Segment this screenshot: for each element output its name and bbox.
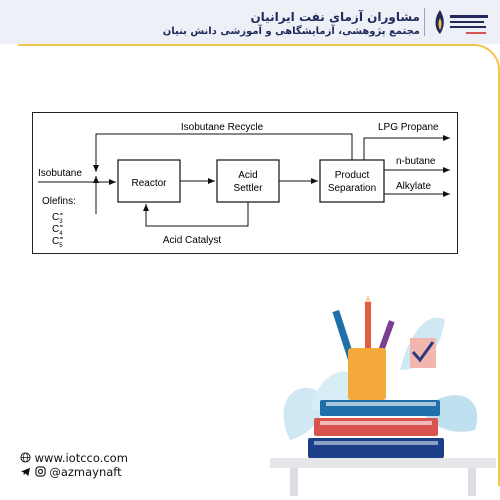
acid-settler-label-2: Settler	[234, 183, 264, 194]
olefin-c4-label: C4=	[52, 224, 64, 237]
olefin-c3-label: C3=	[52, 212, 64, 225]
alkylate-label: Alkylate	[396, 181, 431, 192]
reactor-label: Reactor	[131, 178, 167, 189]
acid-settler-box	[216, 159, 280, 203]
website-line: www.iotcco.com	[20, 451, 128, 465]
acid-catalyst-label: Acid Catalyst	[163, 235, 222, 246]
header-title: مشاوران آزمای نفت ایرانیان	[250, 10, 420, 24]
table-top	[270, 458, 496, 468]
header-subtitle: مجتمع پژوهشی، آزمایشگاهی و آموزشی دانش ب…	[162, 26, 420, 37]
acid-settler-label-1: Acid	[238, 170, 257, 181]
product-separation-box	[319, 159, 385, 203]
olefin-c5-label: C5=	[52, 236, 64, 249]
pencil-cup-icon	[348, 348, 386, 400]
isobutane-recycle-line	[93, 133, 353, 172]
product-separation-label-2: Separation	[328, 183, 376, 194]
books-illustration	[270, 294, 496, 496]
n-butane-label: n-butane	[396, 156, 436, 167]
globe-icon	[20, 452, 31, 463]
red-pencil-icon	[365, 302, 371, 362]
acid-catalyst-line	[143, 202, 249, 227]
social-line: @azmaynaft	[20, 465, 122, 479]
isobutane-recycle-label: Isobutane Recycle	[181, 122, 264, 133]
header-bar: مشاوران آزمای نفت ایرانیان مجتمع پژوهشی،…	[0, 0, 500, 44]
blue-pencil-icon	[332, 309, 355, 360]
olefins-label: Olefins:	[42, 196, 76, 207]
website-link[interactable]: www.iotcco.com	[34, 451, 128, 465]
lpg-propane-label: LPG Propane	[378, 122, 439, 133]
book-red-icon	[314, 418, 438, 436]
social-handle[interactable]: @azmaynaft	[49, 465, 122, 479]
instagram-icon	[35, 466, 46, 477]
alkylation-flow-diagram: Reactor Acid Settler Product Separation …	[32, 112, 458, 254]
header-separator	[424, 8, 425, 36]
lpg-output-line	[363, 135, 450, 160]
company-logo	[435, 10, 488, 34]
product-separation-label-1: Product	[335, 170, 370, 181]
isobutane-label: Isobutane	[38, 168, 82, 179]
reactor-box	[117, 159, 181, 203]
telegram-icon	[20, 467, 31, 477]
